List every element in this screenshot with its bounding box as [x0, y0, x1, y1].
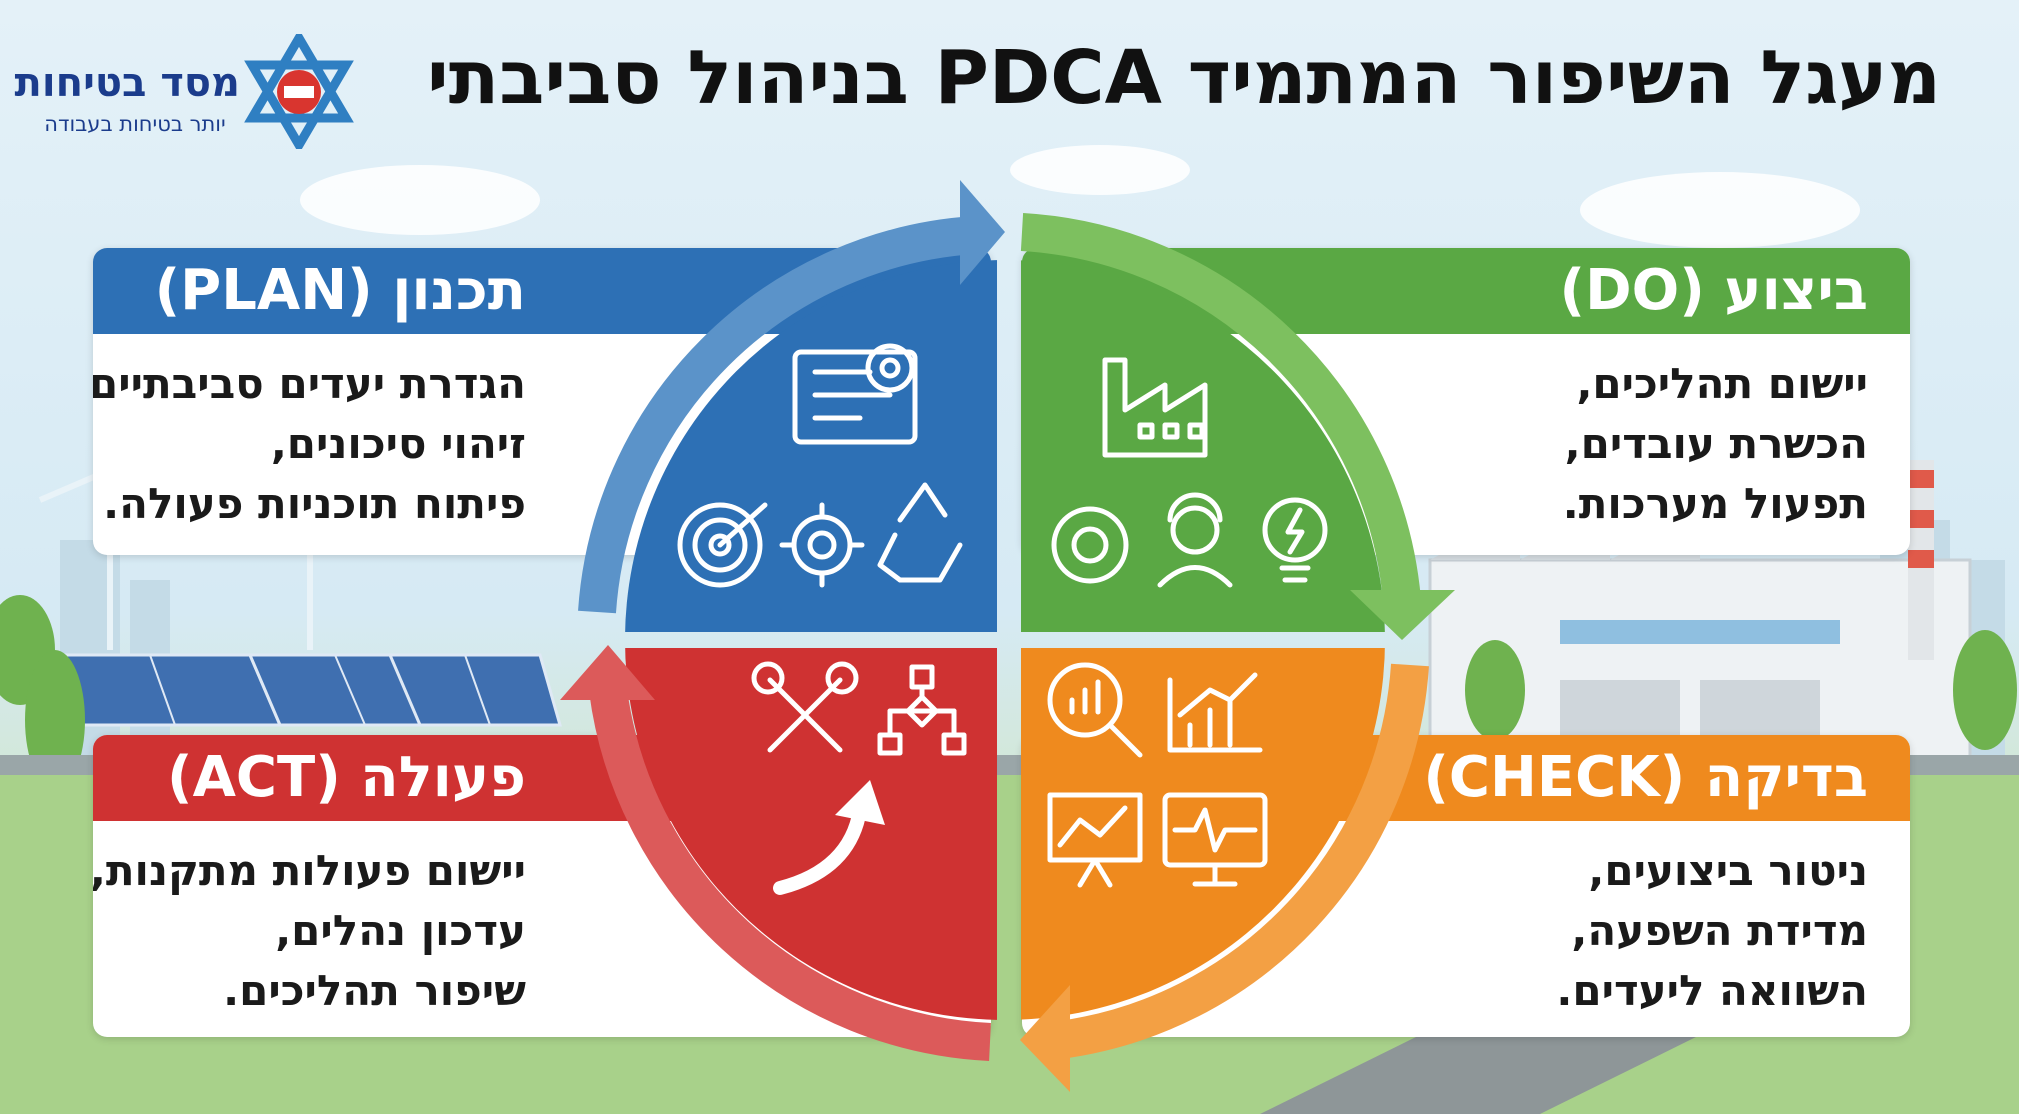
logo-star-icon: [244, 34, 354, 149]
act-arrow-head: [560, 645, 655, 700]
presentation-icon: [1047, 792, 1143, 888]
clouds: [300, 145, 1860, 248]
plan-arrow: [578, 216, 977, 614]
worker-icon: [1157, 492, 1233, 588]
act-line: עדכון נהלים,: [275, 906, 526, 955]
do-line: תפעול מערכות.: [1562, 479, 1868, 528]
plan-line: הגדרת יעדים סביבתיים,: [93, 359, 526, 408]
target-icon: [677, 502, 768, 588]
plan-line: זיהוי סיכונים,: [270, 419, 526, 468]
check-line: ניטור ביצועים,: [1588, 846, 1868, 895]
do-description: יישום תהליכים, הכשרת עובדים, תפעול מערכו…: [1022, 334, 1910, 534]
blueprint-gear-icon: [792, 343, 918, 445]
check-arrow-head: [1020, 985, 1070, 1092]
act-line: שיפור תהליכים.: [223, 966, 526, 1015]
eco-gear-icon: [1051, 506, 1129, 584]
do-arrow: [1020, 213, 1421, 602]
check-line: השוואה ליעדים.: [1556, 966, 1868, 1015]
do-line: יישום תהליכים,: [1576, 359, 1868, 408]
gear-icon: [779, 502, 865, 588]
bar-chart-icon: [1167, 672, 1263, 753]
page-title: מעגל השיפור המתמיד PDCA בניהול סביבתי: [426, 35, 1941, 121]
recycle-icon: [877, 482, 963, 583]
logo-slogan: יותר בטיחות בעבודה: [44, 112, 226, 136]
check-line: מדידת השפעה,: [1571, 906, 1868, 955]
plan-line: פיתוח תוכניות פעולה.: [103, 479, 526, 528]
factory-building: [1428, 460, 1972, 762]
act-description: יישום פעולות מתקנות, עדכון נהלים, שיפור …: [93, 821, 991, 1021]
do-line: הכשרת עובדים,: [1564, 419, 1868, 468]
path: [1260, 1035, 1700, 1114]
plan-description: הגדרת יעדים סביבתיים, זיהוי סיכונים, פית…: [93, 334, 991, 534]
flowchart-icon: [877, 664, 967, 756]
check-arrow: [1057, 663, 1429, 1059]
factory-icon: [1102, 357, 1208, 458]
plan-arrow-head: [960, 180, 1005, 285]
solar-panels: [48, 653, 562, 727]
magnifier-chart-icon: [1047, 662, 1143, 758]
logo-name: מסד בטיחות: [14, 60, 240, 106]
check-description: ניטור ביצועים, מדידת השפעה, השוואה ליעדי…: [1022, 821, 1910, 1021]
curved-arrow-up-icon: [773, 780, 885, 895]
do-arrow-head: [1350, 590, 1455, 640]
lightbulb-icon: [1262, 497, 1328, 583]
act-arrow: [589, 687, 991, 1061]
act-line: יישום פעולות מתקנות,: [93, 846, 526, 895]
tools-icon: [751, 661, 859, 753]
monitor-pulse-icon: [1162, 792, 1268, 887]
